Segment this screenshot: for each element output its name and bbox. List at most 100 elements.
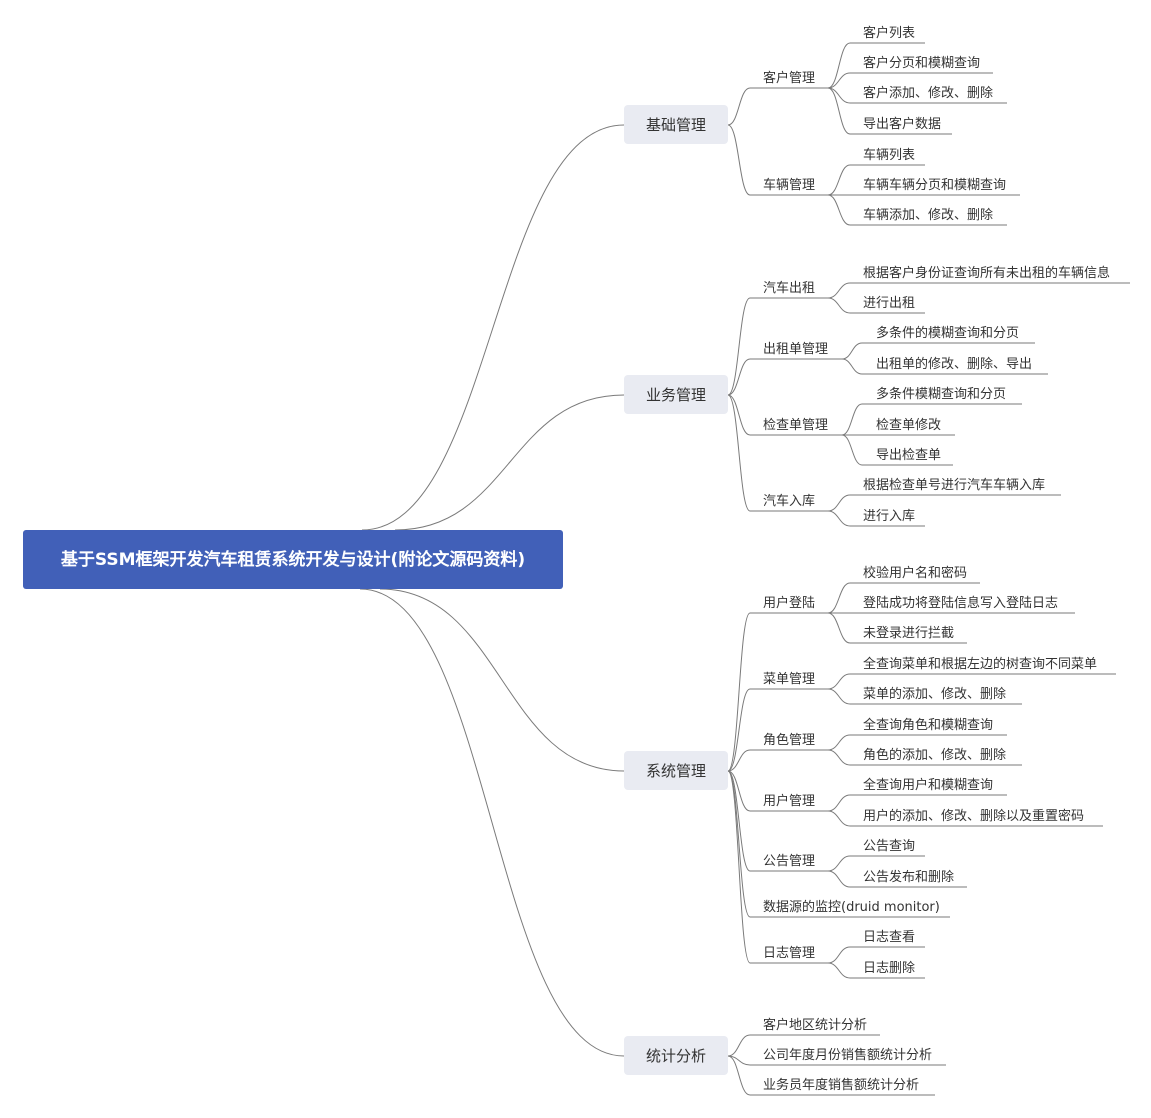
- edge-topic-leaf: [827, 510, 851, 527]
- topic-notice-mgmt[interactable]: 公告管理: [763, 854, 815, 869]
- edge-root-branch: [379, 588, 625, 772]
- edge-branch-topic: [727, 87, 751, 126]
- topic-vehicle-mgmt[interactable]: 车辆管理: [763, 177, 815, 193]
- leaf-item[interactable]: 根据检查单号进行汽车车辆入库: [863, 477, 1045, 493]
- leaf-item[interactable]: 多条件模糊查询和分页: [876, 386, 1006, 402]
- edge-branch-topic: [727, 612, 751, 772]
- root-label: 基于SSM框架开发汽车租赁系统开发与设计(附论文源码资料): [60, 549, 525, 570]
- leaf-item[interactable]: 公告发布和删除: [863, 869, 954, 885]
- edge-root-branch: [359, 588, 625, 1057]
- branch-node-business[interactable]: 业务管理: [624, 375, 728, 414]
- topic-role-mgmt[interactable]: 角色管理: [763, 732, 815, 748]
- leaf-item[interactable]: 车辆列表: [863, 147, 915, 163]
- edge-topic-leaf: [827, 582, 851, 614]
- edge-branch-topic: [727, 770, 751, 918]
- edge-topic-leaf: [827, 734, 851, 751]
- branch-label: 业务管理: [646, 386, 706, 404]
- leaf-item[interactable]: 用户的添加、修改、删除以及重置密码: [863, 808, 1084, 824]
- edge-topic-leaf: [827, 297, 851, 314]
- edge-branch-topic: [727, 394, 751, 436]
- leaf-item[interactable]: 多条件的模糊查询和分页: [876, 325, 1019, 341]
- edge-branch-topic: [727, 358, 751, 396]
- topic-car-rental[interactable]: 汽车出租: [763, 280, 815, 296]
- topic-datasource-monitor[interactable]: 数据源的监控(druid monitor): [763, 899, 940, 915]
- leaf-item[interactable]: 菜单的添加、修改、删除: [863, 686, 1006, 702]
- edge-topic-leaf: [827, 870, 851, 888]
- topic-car-return[interactable]: 汽车入库: [763, 493, 815, 509]
- connector-lines: [359, 42, 1130, 1096]
- leaf-item[interactable]: 车辆添加、修改、删除: [863, 207, 993, 223]
- edge-topic-leaf: [827, 72, 851, 89]
- leaf-item[interactable]: 校验用户名和密码: [863, 565, 967, 581]
- edge-topic-leaf: [827, 962, 851, 979]
- leaf-item[interactable]: 客户列表: [863, 25, 915, 41]
- edge-topic-leaf: [827, 810, 851, 827]
- edge-branch-topic: [727, 749, 751, 772]
- edge-topic-leaf: [827, 794, 851, 812]
- leaf-item[interactable]: 角色的添加、修改、删除: [863, 747, 1006, 763]
- edge-branch-topic: [727, 688, 751, 772]
- edge-root-branch: [361, 124, 625, 531]
- leaf-item[interactable]: 客户添加、修改、删除: [863, 85, 993, 101]
- edge-topic-leaf: [827, 946, 851, 964]
- topic-inspection-mgmt[interactable]: 检查单管理: [763, 418, 828, 433]
- leaf-item[interactable]: 未登录进行拦截: [863, 626, 954, 641]
- topic-customer-region-stats[interactable]: 客户地区统计分析: [763, 1017, 867, 1033]
- edge-topic-leaf: [841, 342, 863, 360]
- leaf-item[interactable]: 公告查询: [863, 839, 915, 854]
- leaf-item[interactable]: 日志删除: [863, 961, 915, 976]
- leaf-item[interactable]: 检查单修改: [876, 418, 941, 433]
- edge-topic-leaf: [827, 282, 851, 299]
- branch-node-stats[interactable]: 统计分析: [624, 1036, 728, 1075]
- edge-topic-leaf: [827, 612, 851, 644]
- edge-topic-leaf: [841, 434, 863, 466]
- leaf-item[interactable]: 登陆成功将登陆信息写入登陆日志: [863, 595, 1058, 611]
- topic-menu-mgmt[interactable]: 菜单管理: [763, 672, 815, 687]
- edge-topic-leaf: [827, 673, 851, 690]
- topic-user-mgmt[interactable]: 用户管理: [763, 793, 815, 809]
- edge-topic-leaf: [827, 749, 851, 766]
- edge-topic-leaf: [841, 403, 863, 436]
- topic-customer-mgmt[interactable]: 客户管理: [763, 70, 815, 86]
- edge-root-branch: [394, 394, 625, 531]
- root-node[interactable]: 基于SSM框架开发汽车租赁系统开发与设计(附论文源码资料): [23, 530, 563, 589]
- edge-branch-topic: [727, 124, 751, 196]
- leaf-item[interactable]: 车辆车辆分页和模糊查询: [863, 177, 1006, 193]
- leaf-item[interactable]: 根据客户身份证查询所有未出租的车辆信息: [863, 265, 1110, 281]
- leaf-item[interactable]: 全查询用户和模糊查询: [863, 777, 993, 793]
- edge-branch-topic: [727, 394, 751, 512]
- edge-branch-topic: [727, 1034, 751, 1057]
- edge-topic-leaf: [827, 855, 851, 872]
- branch-node-system[interactable]: 系统管理: [624, 751, 728, 790]
- edge-topic-leaf: [827, 688, 851, 705]
- edge-branch-topic: [727, 770, 751, 964]
- leaf-item[interactable]: 进行入库: [863, 508, 915, 524]
- edge-topic-leaf: [827, 42, 851, 89]
- edge-branch-topic: [727, 297, 751, 396]
- edge-topic-leaf: [841, 358, 863, 375]
- branch-label: 系统管理: [646, 762, 706, 780]
- leaf-item[interactable]: 导出客户数据: [863, 116, 941, 132]
- leaf-item[interactable]: 全查询角色和模糊查询: [863, 717, 993, 733]
- edge-branch-topic: [727, 770, 751, 872]
- edge-topic-leaf: [827, 494, 851, 512]
- branch-label: 基础管理: [646, 116, 706, 134]
- edge-topic-leaf: [827, 194, 851, 226]
- leaf-item[interactable]: 导出检查单: [876, 448, 941, 463]
- edge-topic-leaf: [827, 87, 851, 135]
- leaf-item[interactable]: 进行出租: [863, 296, 915, 311]
- topic-user-login[interactable]: 用户登陆: [763, 595, 815, 611]
- branch-node-basic[interactable]: 基础管理: [624, 105, 728, 144]
- leaf-item[interactable]: 全查询菜单和根据左边的树查询不同菜单: [863, 656, 1097, 672]
- topic-annual-sales-stats[interactable]: 公司年度月份销售额统计分析: [763, 1047, 932, 1063]
- edge-branch-topic: [727, 1055, 751, 1096]
- topic-log-mgmt[interactable]: 日志管理: [763, 946, 815, 961]
- branch-label: 统计分析: [646, 1047, 706, 1065]
- leaf-item[interactable]: 客户分页和模糊查询: [863, 55, 980, 71]
- topic-salesman-stats[interactable]: 业务员年度销售额统计分析: [763, 1077, 919, 1093]
- leaf-item[interactable]: 出租单的修改、删除、导出: [876, 356, 1032, 372]
- edge-topic-leaf: [827, 164, 851, 196]
- topic-rental-order-mgmt[interactable]: 出租单管理: [763, 342, 828, 357]
- leaf-item[interactable]: 日志查看: [863, 929, 915, 945]
